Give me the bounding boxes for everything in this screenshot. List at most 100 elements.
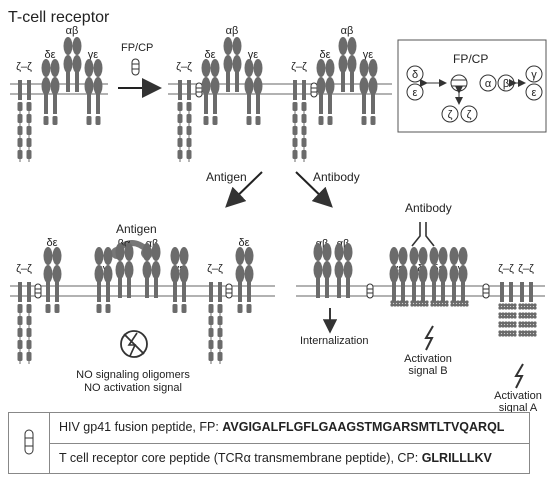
cd3-0a-tm xyxy=(392,282,396,302)
alpha-2-lower xyxy=(334,261,344,279)
cd3-0b-cluster-dot xyxy=(405,300,409,304)
zeta-a-tm xyxy=(293,80,297,100)
delta-lower xyxy=(43,265,53,283)
beta-lower xyxy=(347,55,357,73)
peptide-disc-icon xyxy=(450,74,468,92)
epsilon-b-cyto-0 xyxy=(95,116,101,125)
alpha-lower xyxy=(338,55,348,73)
antibody-shape xyxy=(411,222,435,247)
zeta-a-itam-4 xyxy=(17,150,23,159)
zeta-1a-cluster-2-dot xyxy=(521,324,525,328)
beta-tm xyxy=(235,72,239,92)
beta-2-upper xyxy=(343,243,353,261)
zeta-1a-cluster-1-dot xyxy=(521,312,525,316)
tcr-antigen-right-zeta: ζ–ζδε xyxy=(207,237,254,364)
zeta-b-itam-2 xyxy=(26,328,32,337)
zeta-0b-cluster-1-dot xyxy=(507,315,511,319)
tcr-antigen-left-zeta: ζ–ζδε xyxy=(16,237,62,364)
zeta-1a-cluster-0-dot xyxy=(521,303,525,307)
zeta-1a-cluster-1-dot xyxy=(518,312,522,316)
zeta-a-itam-0 xyxy=(17,102,23,111)
zeta-0b-cluster-2-dot xyxy=(507,324,511,328)
cd3-1b-cluster-dot xyxy=(422,303,426,307)
delta-epsilon-label: δε xyxy=(319,49,330,61)
zeta-b-itam-4 xyxy=(186,150,192,159)
zeta-0a-cluster-0-dot xyxy=(501,303,505,307)
cd3-2a-upper xyxy=(429,247,439,265)
zeta-b-itam-1 xyxy=(186,114,192,123)
beta-lower xyxy=(232,55,242,73)
cd3-1b-tm xyxy=(421,282,425,302)
zeta-a-itam-2 xyxy=(292,126,298,135)
beta-tm xyxy=(118,278,122,298)
epsilon-a-upper xyxy=(210,59,220,77)
epsilon-tm xyxy=(182,282,186,302)
zeta-a-itam-3 xyxy=(177,138,183,147)
alpha-2-tm xyxy=(337,278,341,298)
zeta-b-itam-4 xyxy=(301,150,307,159)
cd3-2b-cluster-dot xyxy=(442,300,446,304)
zeta-1b-cluster-2-dot xyxy=(530,324,534,328)
epsilon-a-tm xyxy=(53,94,57,114)
zeta-1a-cluster-3-dot xyxy=(518,333,522,337)
cd3-0b-cluster-dot xyxy=(399,300,403,304)
zeta-0b-cluster-2-dot xyxy=(510,321,514,325)
cd3-pair-label-3: εγ xyxy=(453,263,464,275)
zeta-0b-cluster-0-dot xyxy=(510,306,514,310)
beta-lower xyxy=(72,55,82,73)
cd3-2b-cluster-dot xyxy=(442,303,446,307)
cd3-1a-tm xyxy=(412,282,416,302)
epsilon-upper xyxy=(52,247,62,265)
cd3-3b-cluster-dot xyxy=(465,303,469,307)
cd3-3a-tm xyxy=(452,282,456,302)
delta-upper xyxy=(235,247,245,265)
inset-alpha: α xyxy=(485,78,492,90)
zeta-0b-tm xyxy=(509,282,513,302)
epsilon-lower xyxy=(244,265,254,283)
gamma-tm xyxy=(87,94,91,114)
zeta-1b-cluster-2-dot xyxy=(533,324,537,328)
cd3-0b-tm xyxy=(401,282,405,302)
zeta-0a-cluster-1-dot xyxy=(504,315,508,319)
cd3-1a-lower xyxy=(409,265,419,283)
zeta-0a-cluster-1-dot xyxy=(498,312,502,316)
alpha-lower xyxy=(63,55,73,73)
epsilon-b-lower xyxy=(93,77,103,95)
zeta-a-itam-0 xyxy=(177,102,183,111)
legend-divider xyxy=(49,443,529,444)
cd3-3b-cluster-dot xyxy=(465,300,469,304)
zeta-a-tm xyxy=(18,282,22,302)
beta-lower xyxy=(115,261,125,279)
cd3-pair-label-0: γε xyxy=(393,263,404,275)
cd3-2b-lower xyxy=(438,265,448,283)
zeta-1b-cluster-1-dot xyxy=(530,315,534,319)
epsilon-b-tm xyxy=(371,94,375,114)
zeta-1b-cluster-3-dot xyxy=(527,333,531,337)
zeta-a-itam-0 xyxy=(17,304,23,313)
zeta-1a-cluster-2-dot xyxy=(524,324,528,328)
epsilon-tm xyxy=(247,282,251,302)
epsilon-cyto-0 xyxy=(181,304,187,313)
zeta-0b-cluster-2-dot xyxy=(513,324,517,328)
cd3-2b-cluster-dot xyxy=(445,303,449,307)
alpha-lower xyxy=(223,55,233,73)
alpha-upper xyxy=(338,37,348,55)
zeta-1b-cluster-3-dot xyxy=(533,333,537,337)
cd3-2a-cluster-dot xyxy=(430,303,434,307)
cd3-2b-tm xyxy=(441,282,445,302)
cd3-2a-cluster-dot xyxy=(430,300,434,304)
epsilon-a-cyto-0 xyxy=(327,116,333,125)
zeta-1b-cluster-2-dot xyxy=(533,321,537,325)
delta-lower xyxy=(201,77,211,95)
alpha-tm xyxy=(66,72,70,92)
zeta-0a-cluster-0-dot xyxy=(504,306,508,310)
epsilon-upper xyxy=(179,247,189,265)
gamma-cyto-0 xyxy=(172,304,178,313)
cd3-pair-label-1: εδ xyxy=(412,263,423,275)
cd3-1b-upper xyxy=(418,247,428,265)
gamma-upper xyxy=(359,59,369,77)
beta-upper xyxy=(232,37,242,55)
zeta-b-itam-2 xyxy=(26,126,32,135)
zeta-0a-cluster-3-dot xyxy=(498,333,502,337)
delta-upper xyxy=(316,59,326,77)
